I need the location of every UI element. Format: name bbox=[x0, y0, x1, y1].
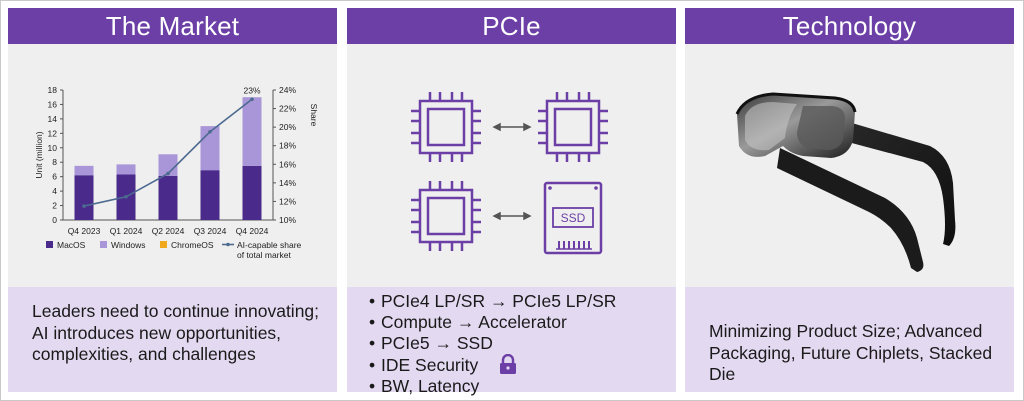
chip-icon bbox=[409, 90, 483, 164]
y2-tick-label: 16% bbox=[279, 159, 296, 169]
market-chart: 0 2 4 6 8 10 12 14 16 18 10% 12% 14% 16% 18% 20% 22% 24% U… bbox=[34, 85, 319, 260]
ssd-icon: SSD bbox=[543, 181, 603, 255]
bar-windows bbox=[74, 165, 94, 176]
x-tick-label: Q4 2023 bbox=[68, 226, 101, 236]
ai-share-point bbox=[82, 204, 86, 208]
y-tick-label: 2 bbox=[52, 201, 57, 211]
bar-macos bbox=[200, 170, 220, 220]
bidirectional-arrow-icon bbox=[492, 211, 532, 221]
bar-macos bbox=[158, 175, 178, 220]
y-tick-label: 10 bbox=[48, 143, 58, 153]
market-footer: Leaders need to continue innovating; AI … bbox=[8, 287, 337, 392]
pcie-diagram: SSD bbox=[409, 90, 610, 255]
y-tick-label: 12 bbox=[48, 128, 58, 138]
y2-tick-label: 20% bbox=[279, 122, 296, 132]
technology-footer: Minimizing Product Size; Advanced Packag… bbox=[685, 287, 1014, 392]
y-tick-label: 14 bbox=[48, 114, 58, 124]
pcie-title: PCIe bbox=[347, 8, 676, 44]
lock-icon bbox=[500, 353, 517, 374]
y-tick-label: 18 bbox=[48, 85, 58, 95]
pcie-bullet-list: •PCIe4 LP/SR → PCIe5 LP/SR •Compute → Ac… bbox=[369, 291, 669, 397]
y-tick-label: 6 bbox=[52, 172, 57, 182]
ai-share-point bbox=[250, 97, 254, 102]
legend-swatch-windows bbox=[100, 241, 107, 248]
list-item: •BW, Latency bbox=[369, 376, 669, 397]
ssd-label: SSD bbox=[561, 211, 586, 225]
chip-icon bbox=[536, 90, 610, 164]
bullet-text: BW, Latency bbox=[381, 376, 480, 396]
x-tick-label: Q3 2024 bbox=[194, 226, 227, 236]
technology-title: Technology bbox=[685, 8, 1014, 44]
y-axis-label: Unit (million) bbox=[34, 131, 44, 178]
legend-label: Windows bbox=[111, 240, 145, 250]
technology-panel: Technology bbox=[685, 8, 1014, 392]
bullet-marker: • bbox=[369, 355, 376, 375]
x-tick-label: Q2 2024 bbox=[152, 226, 185, 236]
legend-marker-ai-share bbox=[226, 242, 230, 247]
legend-label: ChromeOS bbox=[171, 240, 214, 250]
y-tick-label: 16 bbox=[48, 99, 58, 109]
bullet-text: IDE Security bbox=[381, 355, 479, 375]
y2-tick-label: 12% bbox=[279, 196, 296, 206]
market-title: The Market bbox=[8, 8, 337, 44]
technology-description: Minimizing Product Size; Advanced Packag… bbox=[709, 321, 993, 384]
pcie-footer: •PCIe4 LP/SR → PCIe5 LP/SR •Compute → Ac… bbox=[347, 287, 676, 396]
x-tick-label: Q4 2024 bbox=[236, 226, 269, 236]
legend-label: MacOS bbox=[57, 240, 86, 250]
market-panel: The Market 0 2 4 6 8 10 12 14 16 18 10% 12% 14% 16% 18… bbox=[8, 8, 337, 392]
bullet-marker: • bbox=[369, 291, 376, 311]
legend-swatch-macos bbox=[46, 241, 53, 248]
ai-share-point bbox=[124, 194, 128, 199]
y-tick-label: 8 bbox=[52, 157, 57, 167]
bar-windows bbox=[158, 154, 178, 176]
line-annotation-label: 23% bbox=[243, 85, 260, 95]
y2-tick-label: 18% bbox=[279, 141, 296, 151]
legend-label: AI-capable share bbox=[237, 240, 302, 250]
legend-swatch-chromeos bbox=[160, 241, 167, 248]
x-tick-label: Q1 2024 bbox=[110, 226, 143, 236]
bar-macos bbox=[74, 175, 94, 220]
bullet-marker: • bbox=[369, 376, 376, 396]
pcie-panel: PCIe bbox=[347, 8, 676, 396]
y2-axis-label: Share bbox=[309, 104, 319, 127]
bullet-marker: • bbox=[369, 333, 376, 353]
pcie-diagram-area: SSD bbox=[347, 48, 676, 285]
ai-share-point bbox=[208, 129, 212, 134]
bar-windows bbox=[242, 97, 262, 166]
ar-glasses-photo bbox=[735, 92, 956, 272]
y-tick-label: 0 bbox=[52, 215, 57, 225]
list-item: •PCIe5 → SSD bbox=[369, 333, 669, 354]
ai-share-point bbox=[166, 171, 170, 176]
list-item: •IDE Security bbox=[369, 353, 669, 376]
bullet-text: PCIe4 LP/SR → PCIe5 LP/SR bbox=[381, 291, 617, 311]
bidirectional-arrow-icon bbox=[492, 122, 532, 132]
bullet-text: Compute → Accelerator bbox=[381, 312, 567, 332]
y-tick-label: 4 bbox=[52, 186, 57, 196]
bullet-text: PCIe5 → SSD bbox=[381, 333, 493, 353]
bar-macos bbox=[242, 165, 262, 220]
bar-windows bbox=[116, 164, 136, 175]
technology-image-area bbox=[685, 48, 1014, 285]
legend-label: of total market bbox=[237, 250, 291, 260]
bullet-marker: • bbox=[369, 312, 376, 332]
y2-tick-label: 24% bbox=[279, 85, 296, 95]
y2-tick-label: 10% bbox=[279, 215, 296, 225]
chip-icon bbox=[409, 179, 483, 253]
y2-tick-label: 22% bbox=[279, 104, 296, 114]
list-item: •PCIe4 LP/SR → PCIe5 LP/SR bbox=[369, 291, 669, 312]
market-chart-area: 0 2 4 6 8 10 12 14 16 18 10% 12% 14% 16% 18% 20% 22% 24% U… bbox=[8, 48, 337, 285]
list-item: •Compute → Accelerator bbox=[369, 312, 669, 333]
y2-tick-label: 14% bbox=[279, 178, 296, 188]
market-description: Leaders need to continue innovating; AI … bbox=[32, 301, 320, 364]
